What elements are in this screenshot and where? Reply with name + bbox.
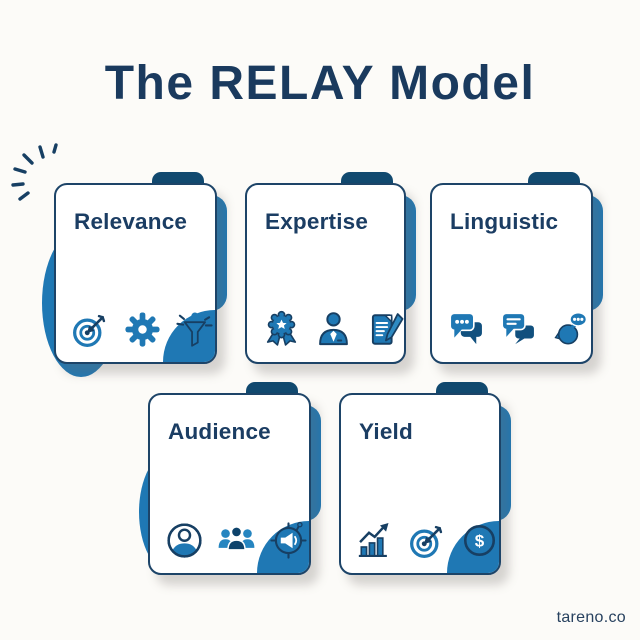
talking-head-icon xyxy=(554,312,587,345)
card-body: Audience xyxy=(148,393,311,575)
card-yield: Yield xyxy=(339,382,511,575)
card-title: Audience xyxy=(168,419,271,444)
page-title: The RELAY Model xyxy=(104,57,536,110)
icon-row xyxy=(447,310,587,349)
businessman-icon xyxy=(319,312,348,346)
target-icon xyxy=(410,525,443,558)
brand-watermark: tareno.co xyxy=(556,609,626,626)
card-title: Expertise xyxy=(265,209,369,234)
icon-row xyxy=(165,521,307,560)
card-title: Linguistic xyxy=(450,209,559,234)
card-expertise: Expertise xyxy=(245,172,416,364)
dollar-coin-icon: $ xyxy=(463,524,496,557)
user-circle-icon xyxy=(167,523,202,558)
icon-row: $ xyxy=(356,521,496,560)
card-audience: Audience xyxy=(139,382,321,575)
card-body: Expertise xyxy=(245,183,406,364)
sparkles-icon xyxy=(11,143,58,201)
gear-icon xyxy=(125,312,160,347)
chat-bubbles-lines-icon xyxy=(501,312,534,345)
target-icon xyxy=(73,314,106,347)
people-group-icon xyxy=(218,526,255,551)
card-relevance: Relevance xyxy=(11,143,227,377)
dollar-symbol: $ xyxy=(475,532,485,551)
award-badge-icon xyxy=(266,310,297,346)
document-pencil-icon xyxy=(371,313,404,345)
card-title: Yield xyxy=(359,419,413,444)
icon-row xyxy=(71,310,213,349)
card-body: Yield xyxy=(339,393,501,575)
growth-chart-icon xyxy=(358,523,389,557)
card-title: Relevance xyxy=(74,209,188,234)
card-body: Linguistic xyxy=(430,183,593,364)
megaphone-target-icon xyxy=(270,521,307,559)
card-body: Relevance xyxy=(54,183,217,364)
card-linguistic: Linguistic xyxy=(430,172,603,364)
chat-bubble-dots-icon xyxy=(449,312,482,345)
funnel-attract-icon xyxy=(176,312,213,347)
icon-row xyxy=(262,310,404,349)
